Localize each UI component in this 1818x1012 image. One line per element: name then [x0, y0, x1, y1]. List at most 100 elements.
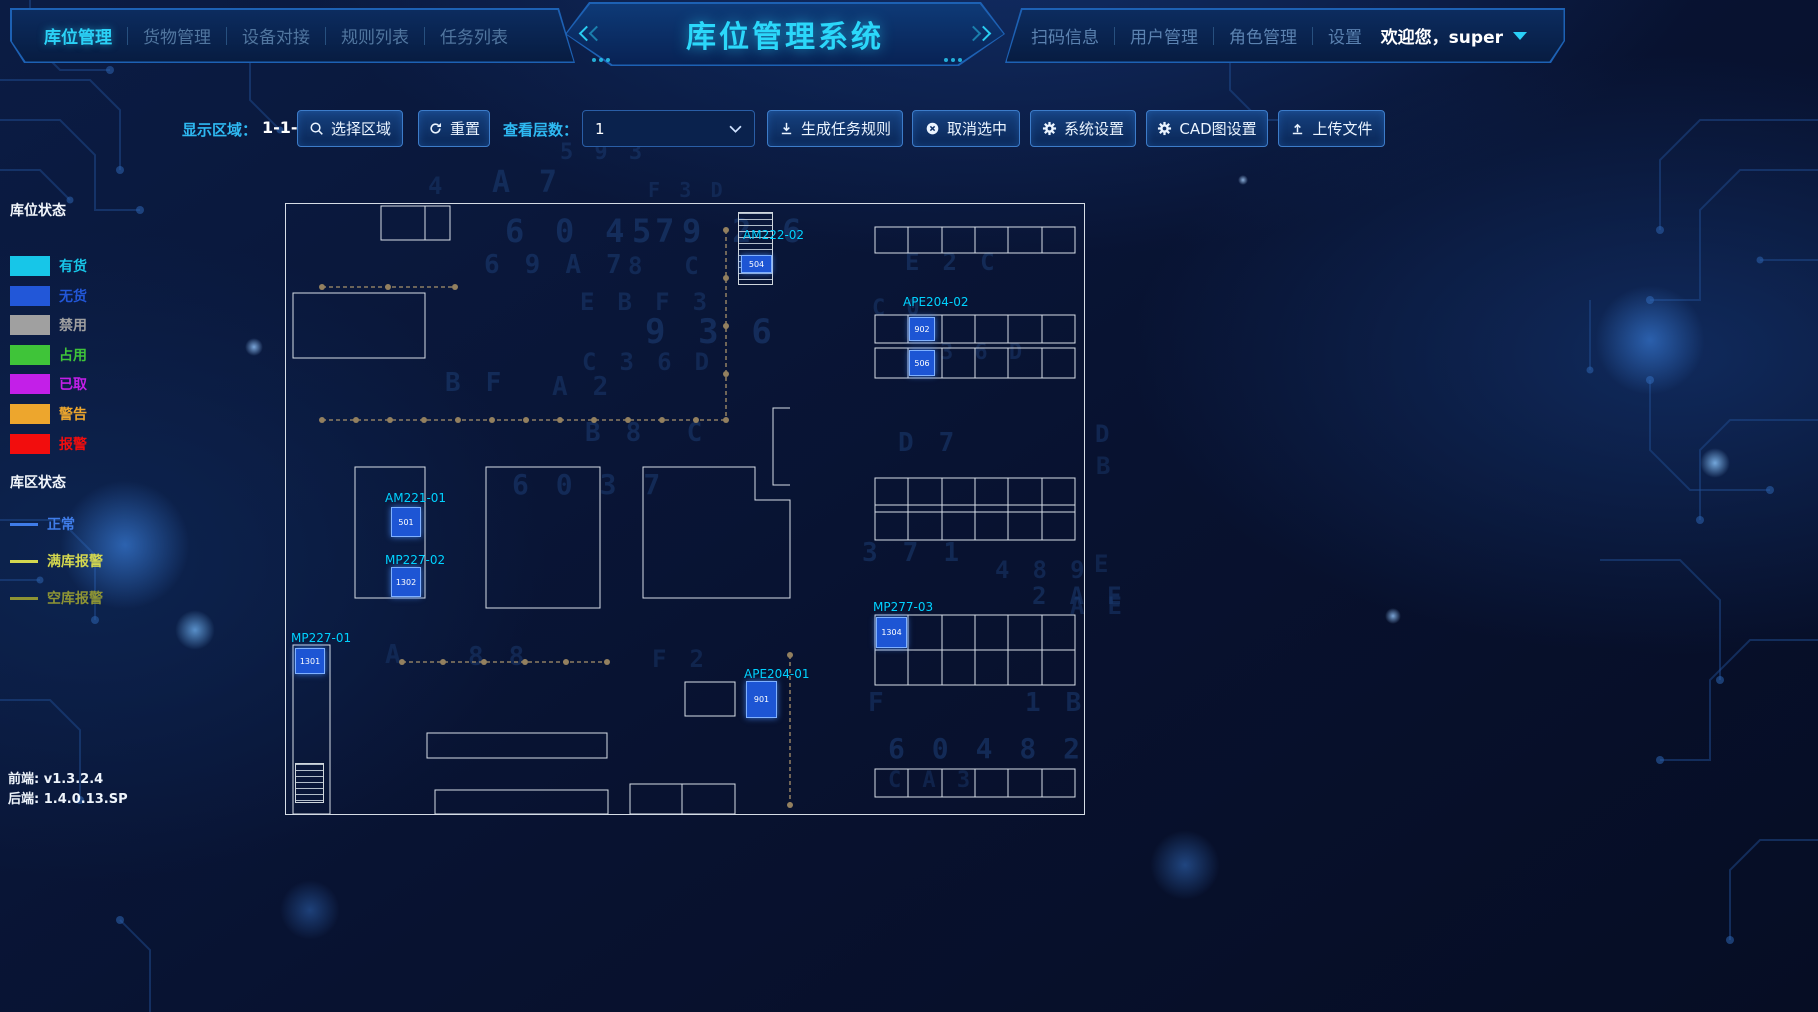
legend-item: 报警: [10, 434, 87, 454]
bg-glyph: E: [1094, 550, 1113, 578]
page-title: 库位管理系统: [686, 20, 884, 55]
nav-item-device[interactable]: 设备对接: [242, 28, 310, 48]
status-swatch: [10, 345, 50, 365]
main-nav: 库位管理 货物管理 设备对接 规则列表 任务列表: [44, 8, 508, 63]
slot-cell-902[interactable]: 902: [909, 317, 935, 341]
upload-file-button[interactable]: 上传文件: [1278, 110, 1385, 147]
station-label-ape204-01: APE204-01: [744, 667, 810, 681]
rack-am222-02: [738, 212, 773, 285]
download-icon: [781, 122, 792, 135]
legend-item: 警告: [10, 404, 87, 424]
slot-cell-1302[interactable]: 1302: [391, 567, 421, 597]
select-area-label: 选择区域: [330, 120, 391, 138]
area-status-line: [10, 559, 38, 563]
bg-glyph: A 7: [492, 165, 563, 200]
floorplan-walls: [285, 203, 1085, 815]
reset-button[interactable]: 重置: [418, 110, 490, 147]
status-swatch: [10, 404, 50, 424]
dots-decoration: [944, 58, 948, 62]
cad-settings-button[interactable]: CAD图设置: [1146, 110, 1268, 147]
nav-divider: [424, 26, 425, 45]
chevron-down-icon: [1513, 31, 1527, 40]
panel-fill: [567, 4, 1004, 65]
station-label-mp277-03: MP277-03: [873, 600, 934, 614]
legend-item: 占用: [10, 345, 87, 365]
nav-item-users[interactable]: 用户管理: [1130, 28, 1198, 48]
nav-item-tasks[interactable]: 任务列表: [440, 28, 508, 48]
nav-divider: [325, 26, 326, 45]
nav-divider: [127, 26, 128, 45]
station-label-mp227-01: MP227-01: [291, 631, 352, 645]
status-label: 警告: [59, 407, 87, 423]
status-swatch: [10, 434, 50, 454]
station-label-am222-02: AM222-02: [743, 228, 805, 242]
nav-item-storage[interactable]: 库位管理: [44, 28, 112, 48]
cancel-selection-button[interactable]: 取消选中: [912, 110, 1020, 147]
system-settings-button[interactable]: 系统设置: [1030, 110, 1136, 147]
cancel-icon: [926, 122, 939, 135]
slot-cell-1301[interactable]: 1301: [295, 648, 325, 674]
cad-map[interactable]: AM222-02 APE204-02 AM221-01 MP227-02 MP2…: [285, 203, 1085, 815]
user-menu[interactable]: 欢迎您，super: [1381, 8, 1527, 63]
status-swatch: [10, 256, 50, 276]
nav-item-rules[interactable]: 规则列表: [341, 28, 409, 48]
search-icon: [310, 122, 323, 135]
toolbar: 显示区域： 1-1-1 选择区域 重置 查看层数： 1 生成任务规则 取消选中 …: [0, 110, 1818, 148]
reset-label: 重置: [449, 120, 480, 138]
panel-fill: [1007, 10, 1564, 62]
status-swatch: [10, 286, 50, 306]
status-label: 禁用: [59, 318, 87, 334]
backend-version: 后端: 1.4.0.13.SP: [8, 792, 128, 807]
nav-divider: [226, 26, 227, 45]
nav-divider: [1312, 26, 1313, 45]
nav-item-cargo[interactable]: 货物管理: [143, 28, 211, 48]
status-swatch: [10, 315, 50, 335]
welcome-text: 欢迎您，super: [1380, 28, 1503, 48]
status-label: 有货: [59, 259, 87, 275]
secondary-nav: 扫码信息 用户管理 角色管理 设置: [1031, 8, 1362, 63]
area-status-title: 库区状态: [10, 475, 66, 491]
nav-item-roles[interactable]: 角色管理: [1229, 28, 1297, 48]
frontend-version: 前端: v1.3.2.4: [8, 772, 104, 787]
station-label-am221-01: AM221-01: [385, 491, 447, 505]
cad-settings-label: CAD图设置: [1179, 120, 1257, 138]
status-label: 占用: [59, 348, 87, 364]
layer-select[interactable]: 1: [582, 110, 755, 147]
area-status-line: [10, 596, 38, 600]
legend-item: 空库报警: [10, 588, 103, 608]
dots-decoration: [592, 58, 596, 62]
upload-file-label: 上传文件: [1312, 120, 1373, 138]
dock-striped-box: [295, 763, 324, 803]
slot-cell-901[interactable]: 901: [746, 681, 777, 718]
slot-cell-1304[interactable]: 1304: [876, 617, 907, 648]
slot-cell-501[interactable]: 501: [391, 507, 421, 537]
area-status-label: 满库报警: [47, 554, 103, 570]
status-swatch: [10, 374, 50, 394]
legend-item: 正常: [10, 514, 75, 534]
gear-icon: [1042, 121, 1057, 136]
slot-cell-504[interactable]: 504: [741, 255, 772, 273]
station-label-mp227-02: MP227-02: [385, 553, 446, 567]
rack-grids: [874, 226, 1076, 798]
select-area-button[interactable]: 选择区域: [297, 110, 403, 147]
status-label: 无货: [59, 289, 87, 305]
nav-item-settings[interactable]: 设置: [1328, 28, 1362, 48]
version-info: 前端: v1.3.2.4 后端: 1.4.0.13.SP: [8, 770, 128, 810]
bg-glyph: B: [1096, 452, 1115, 480]
gear-icon: [1158, 121, 1172, 136]
nav-divider: [1213, 26, 1214, 45]
layer-count-label: 查看层数：: [503, 121, 579, 139]
legend-item: 有货: [10, 256, 87, 276]
nav-item-scan[interactable]: 扫码信息: [1031, 28, 1099, 48]
refresh-icon: [430, 122, 442, 134]
upload-icon: [1293, 123, 1303, 135]
chevron-down-icon: [729, 125, 742, 133]
generate-task-rules-button[interactable]: 生成任务规则: [767, 110, 903, 147]
slot-cell-506[interactable]: 506: [909, 350, 935, 376]
header-title-panel: 库位管理系统: [565, 2, 1005, 66]
floorplan-svg: [285, 203, 1085, 815]
system-settings-label: 系统设置: [1063, 120, 1124, 138]
status-label: 报警: [59, 437, 87, 453]
legend-item: 禁用: [10, 315, 87, 335]
